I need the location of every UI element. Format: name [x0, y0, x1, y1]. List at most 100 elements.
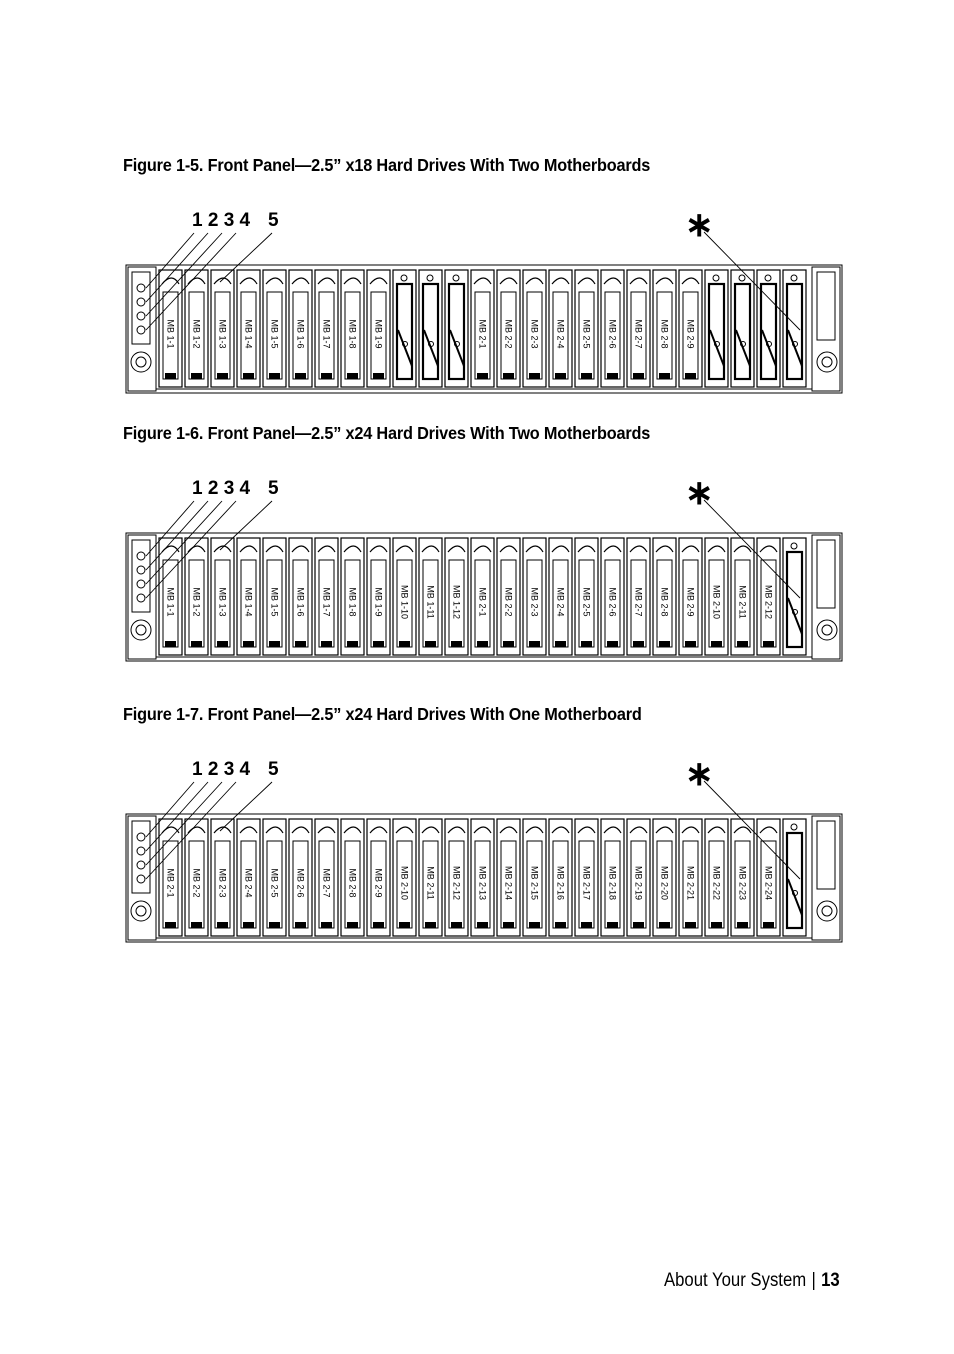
left-thumbscrew-icon: [130, 900, 152, 922]
drive-release-tab: [555, 373, 566, 379]
drive-handle: [239, 826, 258, 834]
blank-bay: [782, 269, 807, 388]
drive-release-tab: [529, 373, 540, 379]
drive-bay-label: MB 2-5: [270, 868, 280, 897]
leader-line-1: [145, 500, 195, 557]
drive-handle: [603, 545, 622, 553]
bay-frame: [626, 537, 651, 656]
bay-frame: [184, 269, 209, 388]
drive-handle: [317, 545, 336, 553]
indicator-led-4: [136, 593, 146, 603]
callout-number-5: 5: [268, 478, 279, 499]
drive-bay: MB 1-2: [184, 269, 209, 388]
bay-frame: [288, 269, 313, 388]
drive-release-tab: [321, 373, 332, 379]
drive-release-tab: [555, 641, 566, 647]
drive-bay: MB 2-6: [600, 269, 625, 388]
drive-bay-label: MB 2-6: [296, 868, 306, 897]
drive-handle: [369, 545, 388, 553]
drive-handle: [551, 277, 570, 285]
blank-latch-icon: [452, 274, 460, 282]
bay-frame: [782, 269, 807, 388]
blank-bay: [756, 269, 781, 388]
drive-handle: [655, 277, 674, 285]
bay-frame: [470, 269, 495, 388]
drive-release-tab: [217, 641, 228, 647]
drive-bay-label: MB 1-7: [322, 319, 332, 348]
drive-bay-label: MB 2-5: [582, 587, 592, 616]
drive-release-tab: [165, 373, 176, 379]
drive-release-tab: [165, 641, 176, 647]
blank-bay: [782, 818, 807, 937]
drive-release-tab: [347, 641, 358, 647]
left-thumbscrew-inner: [135, 905, 147, 917]
drive-bay-label: MB 2-10: [400, 866, 410, 900]
drive-bay: MB 1-4: [236, 269, 261, 388]
drive-handle: [499, 545, 518, 553]
blank-filler: [759, 282, 778, 381]
indicator-led-2: [136, 846, 146, 856]
leader-line-5: [219, 781, 273, 832]
drive-handle: [265, 277, 284, 285]
blank-slant: [735, 329, 751, 367]
drive-release-tab: [607, 641, 618, 647]
drive-handle: [525, 277, 544, 285]
blank-screw-icon: [792, 890, 798, 896]
bay-frame: [600, 818, 625, 937]
drive-release-tab: [607, 922, 618, 928]
bay-frame: [392, 818, 417, 937]
drive-release-tab: [217, 922, 228, 928]
drive-bay-label: MB 2-3: [218, 868, 228, 897]
drive-handle: [213, 277, 232, 285]
bay-frame: [678, 269, 703, 388]
bay-frame: [418, 537, 443, 656]
drive-handle: [317, 277, 336, 285]
blank-bay: [704, 269, 729, 388]
drive-bay-label: MB 2-8: [660, 319, 670, 348]
drive-bay-label: MB 2-13: [478, 866, 488, 900]
blank-bay: [730, 269, 755, 388]
drive-bay-label: MB 2-8: [348, 868, 358, 897]
drive-bay: MB 2-24: [756, 818, 781, 937]
drive-bay: MB 1-7: [314, 269, 339, 388]
drive-handle: [369, 277, 388, 285]
blank-slant: [423, 329, 439, 367]
indicator-led-3: [136, 860, 146, 870]
drive-release-tab: [425, 641, 436, 647]
blank-latch-icon: [764, 274, 772, 282]
drive-bay-label: MB 2-2: [504, 587, 514, 616]
indicator-led-4: [136, 874, 146, 884]
drive-handle: [733, 826, 752, 834]
chassis-outline: [125, 813, 843, 943]
blank-bay: [392, 269, 417, 388]
drive-handle: [265, 826, 284, 834]
chassis-outline: [125, 264, 843, 394]
drive-bay-label: MB 2-12: [452, 866, 462, 900]
drive-bay-label: MB 2-9: [686, 319, 696, 348]
bay-frame: [704, 537, 729, 656]
drive-bay-label: MB 2-12: [764, 585, 774, 619]
blank-slant: [787, 878, 803, 916]
blank-filler: [421, 282, 440, 381]
leader-line-2: [145, 781, 209, 852]
drive-bay-label: MB 2-20: [660, 866, 670, 900]
drive-handle: [317, 826, 336, 834]
blank-slant: [449, 329, 465, 367]
drive-handle: [291, 277, 310, 285]
drive-bay-label: MB 2-11: [738, 585, 748, 618]
drive-bay-label: MB 2-4: [556, 319, 566, 348]
bay-frame: [626, 269, 651, 388]
drive-bay-label: MB 2-24: [764, 866, 774, 900]
drive-bay-label: MB 2-1: [478, 587, 488, 616]
drive-bay: MB 1-11: [418, 537, 443, 656]
blank-filler: [447, 282, 466, 381]
drive-release-tab: [529, 641, 540, 647]
drive-bay: MB 2-5: [574, 537, 599, 656]
drive-release-tab: [711, 641, 722, 647]
blank-latch-icon: [712, 274, 720, 282]
drive-bay-label: MB 1-8: [348, 319, 358, 348]
drive-handle: [733, 545, 752, 553]
blank-slant: [787, 597, 803, 635]
